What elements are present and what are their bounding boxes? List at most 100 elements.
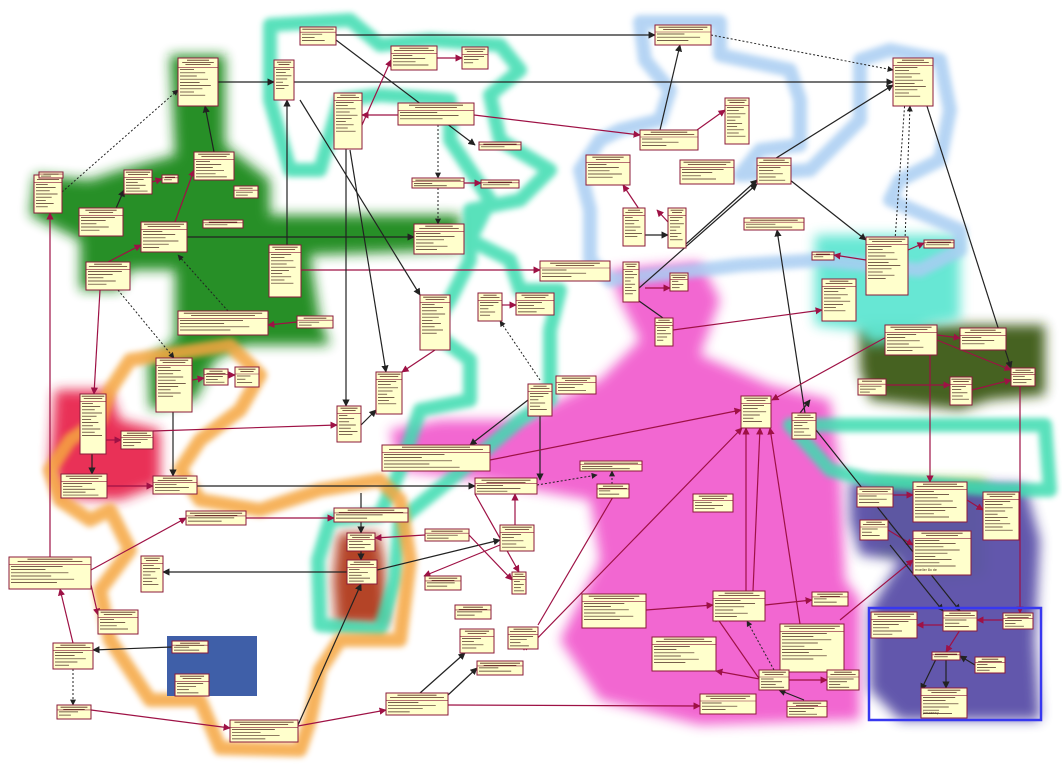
class-box[interactable]	[333, 92, 363, 150]
class-box[interactable]	[581, 593, 647, 629]
class-box[interactable]	[185, 510, 247, 526]
class-box[interactable]	[712, 590, 766, 622]
class-box[interactable]	[79, 393, 107, 455]
class-box[interactable]	[480, 179, 520, 189]
class-box[interactable]	[85, 261, 131, 291]
class-box[interactable]	[527, 383, 553, 417]
class-box[interactable]	[413, 223, 465, 255]
class-box[interactable]	[123, 169, 153, 195]
class-box[interactable]	[870, 611, 918, 639]
class-box[interactable]	[268, 244, 302, 298]
class-box[interactable]	[724, 97, 750, 145]
class-box[interactable]	[171, 640, 209, 654]
selection-frame[interactable]	[867, 606, 1043, 722]
class-box[interactable]	[856, 486, 894, 508]
class-box[interactable]	[743, 217, 805, 231]
class-box[interactable]	[193, 151, 235, 181]
class-box[interactable]	[539, 260, 611, 282]
class-box[interactable]	[499, 524, 535, 552]
class-box[interactable]	[38, 171, 64, 179]
class-box[interactable]	[507, 626, 539, 650]
class-box[interactable]	[177, 57, 219, 107]
class-box[interactable]	[667, 207, 687, 249]
class-box[interactable]	[585, 154, 631, 186]
class-box[interactable]	[8, 556, 92, 590]
class-box[interactable]	[234, 366, 260, 388]
class-box[interactable]	[60, 473, 108, 499]
class-box[interactable]	[821, 278, 857, 322]
class-box[interactable]	[669, 272, 689, 292]
class-box[interactable]	[859, 519, 889, 541]
class-box[interactable]	[397, 102, 475, 126]
class-box[interactable]	[299, 26, 337, 46]
class-box[interactable]	[779, 623, 845, 673]
class-box[interactable]	[177, 310, 269, 336]
class-box[interactable]	[974, 656, 1006, 674]
class-box[interactable]	[931, 651, 961, 661]
class-box[interactable]	[78, 207, 124, 237]
class-box[interactable]	[982, 491, 1020, 541]
class-box[interactable]	[174, 673, 210, 697]
class-box[interactable]	[120, 430, 154, 450]
class-box[interactable]	[959, 327, 1007, 351]
class-box[interactable]	[140, 555, 164, 593]
class-box[interactable]	[478, 141, 522, 151]
class-box[interactable]	[381, 444, 491, 472]
class-box[interactable]	[336, 405, 362, 443]
class-box[interactable]	[233, 185, 259, 199]
class-box[interactable]	[596, 483, 630, 499]
class-box[interactable]	[477, 292, 503, 322]
class-box[interactable]	[679, 159, 735, 185]
class-box[interactable]	[811, 591, 849, 607]
class-box[interactable]	[424, 528, 470, 542]
class-box[interactable]	[385, 692, 449, 716]
class-box[interactable]	[555, 375, 597, 395]
class-box[interactable]	[515, 292, 555, 316]
class-box[interactable]	[56, 704, 92, 720]
class-box[interactable]	[622, 261, 640, 303]
class-box[interactable]: Jorsaenny	[920, 687, 968, 719]
class-box[interactable]	[942, 610, 978, 632]
class-box[interactable]	[639, 129, 699, 151]
class-box[interactable]	[654, 24, 712, 46]
class-box[interactable]	[511, 571, 527, 595]
class-box[interactable]	[740, 395, 772, 429]
class-box[interactable]	[476, 660, 524, 676]
class-box[interactable]	[865, 236, 909, 296]
class-box[interactable]: mxeller 8x de	[912, 530, 972, 576]
class-box[interactable]	[923, 239, 955, 249]
class-box[interactable]	[692, 493, 734, 513]
class-box[interactable]	[651, 636, 717, 672]
class-box[interactable]	[411, 177, 465, 189]
class-box[interactable]	[273, 59, 295, 101]
class-box[interactable]	[756, 157, 792, 185]
class-box[interactable]	[699, 693, 757, 715]
class-box[interactable]	[949, 376, 973, 406]
class-box[interactable]	[333, 507, 409, 523]
class-box[interactable]	[33, 174, 63, 214]
class-box[interactable]	[97, 609, 139, 635]
class-box[interactable]	[346, 559, 378, 585]
class-box[interactable]	[826, 669, 860, 691]
class-box[interactable]	[474, 477, 538, 495]
class-box[interactable]	[229, 719, 299, 743]
class-box[interactable]	[912, 481, 968, 523]
class-box[interactable]	[419, 294, 451, 351]
class-box[interactable]	[152, 475, 198, 495]
class-box[interactable]	[346, 532, 376, 552]
class-box[interactable]	[892, 57, 934, 107]
class-box[interactable]	[1010, 367, 1036, 387]
class-box[interactable]	[454, 604, 492, 620]
class-box[interactable]	[155, 357, 193, 413]
class-box[interactable]	[161, 174, 179, 184]
class-box[interactable]	[622, 207, 646, 247]
class-box[interactable]	[758, 669, 790, 691]
class-box[interactable]	[390, 45, 438, 71]
class-box[interactable]	[459, 628, 495, 654]
class-box[interactable]	[375, 371, 403, 415]
class-box[interactable]	[579, 460, 643, 472]
class-box[interactable]	[140, 221, 188, 253]
class-box[interactable]	[884, 324, 938, 356]
class-box[interactable]	[203, 368, 229, 386]
